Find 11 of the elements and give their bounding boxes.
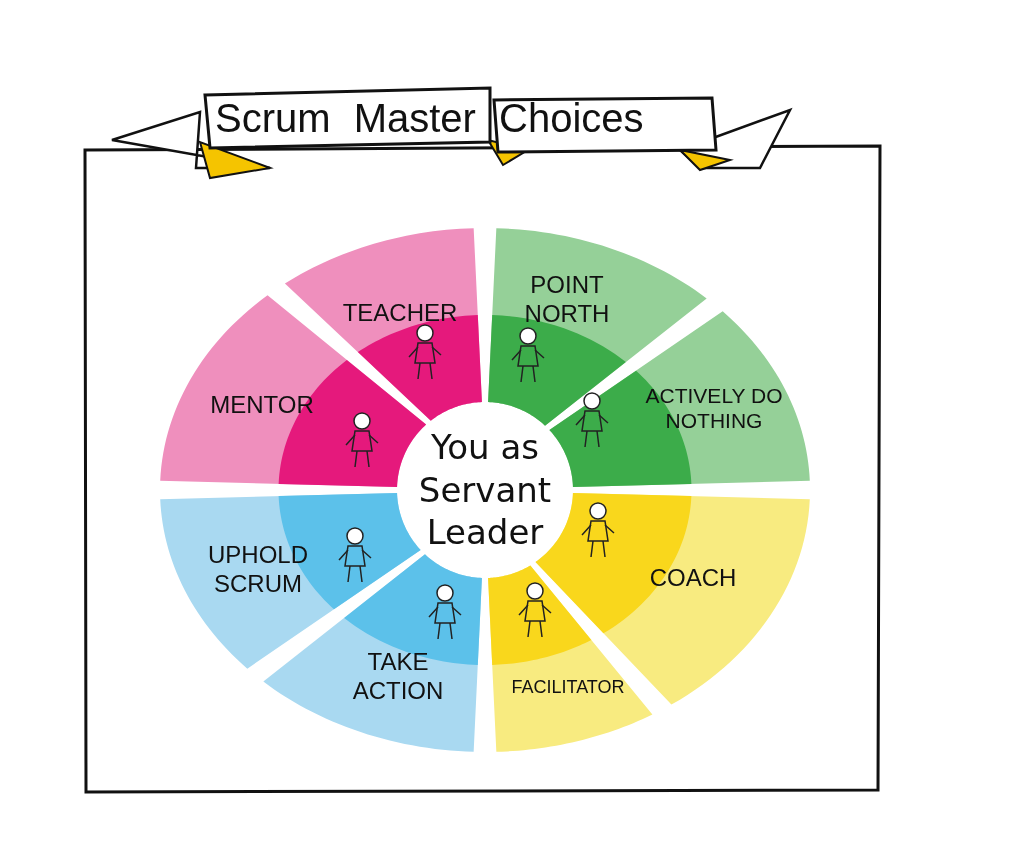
segment-label: TAKE ACTION	[351, 648, 445, 706]
center-label: You as Servant Leader	[417, 426, 553, 554]
segment-label: COACH	[649, 563, 737, 593]
segment-label: UPHOLD SCRUM	[207, 541, 309, 599]
segment-label: TEACHER	[342, 298, 458, 328]
segment-label: MENTOR	[210, 390, 314, 420]
segment-label: POINT NORTH	[523, 271, 611, 329]
segment-label: ACTIVELY DO NOTHING	[644, 382, 784, 434]
title: Scrum Master Choices	[215, 96, 644, 141]
segment-label: FACILITATOR	[511, 677, 625, 699]
ring-segment	[488, 565, 653, 752]
